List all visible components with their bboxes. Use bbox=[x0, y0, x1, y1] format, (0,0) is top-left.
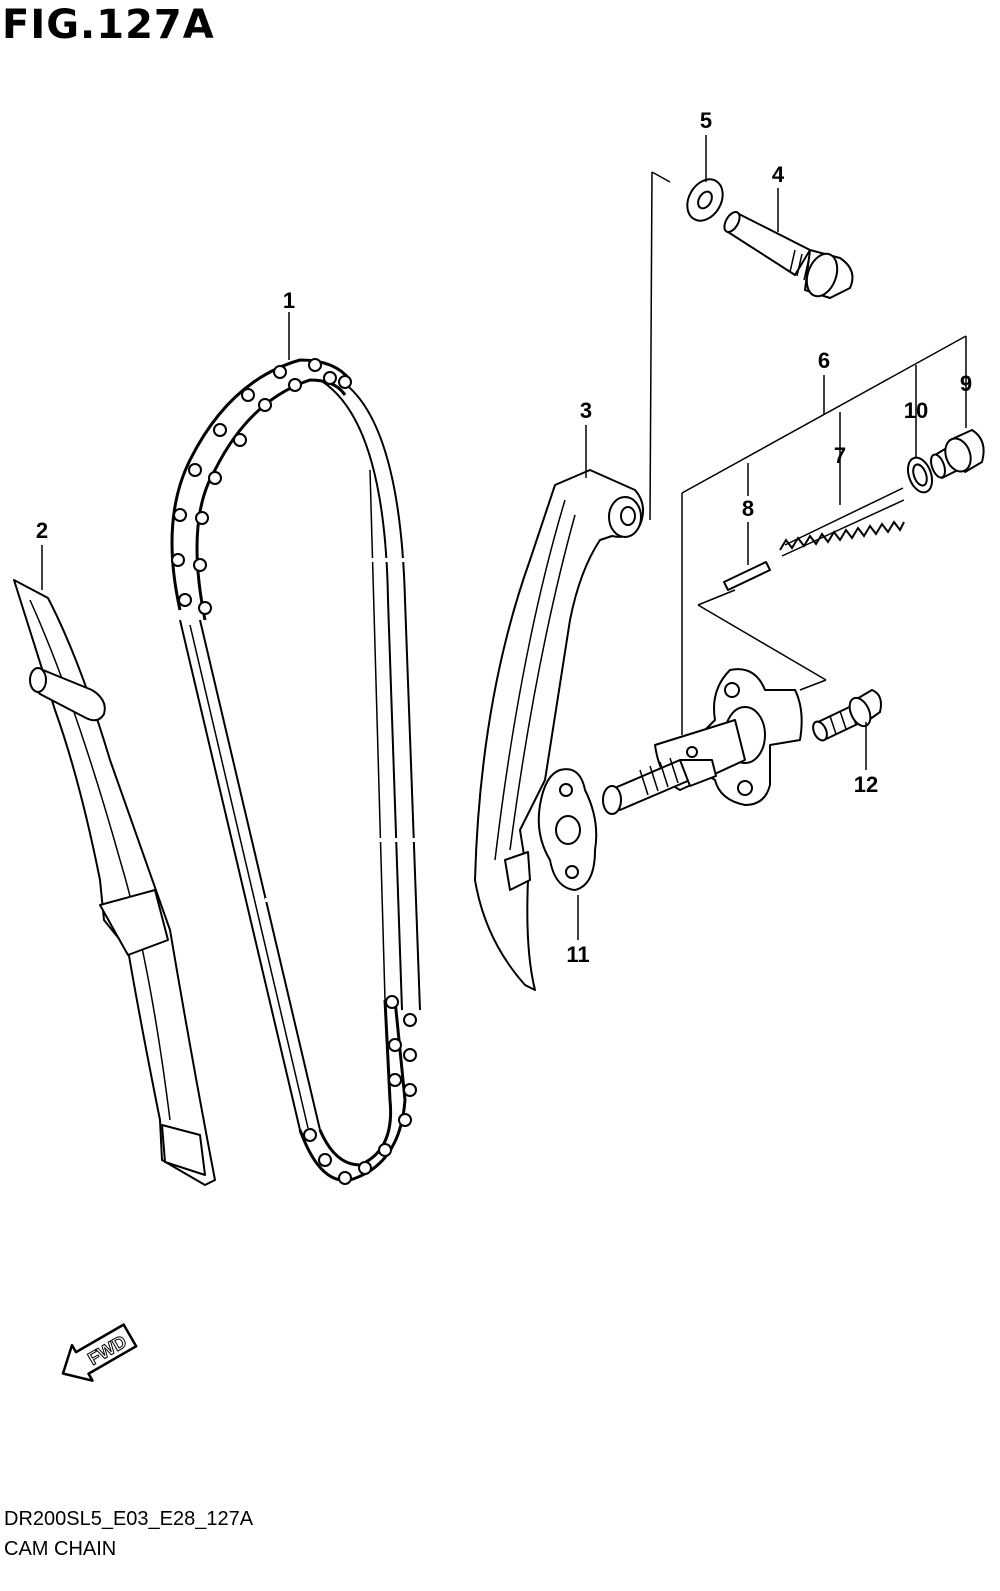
o-ring[interactable] bbox=[904, 454, 937, 495]
callout-4: 4 bbox=[772, 162, 785, 187]
gasket[interactable] bbox=[537, 768, 598, 891]
tensioner-adjuster-body[interactable] bbox=[602, 668, 803, 815]
chain-guide[interactable] bbox=[13, 579, 216, 1186]
callout-11: 11 bbox=[566, 942, 589, 967]
callout-3: 3 bbox=[580, 398, 592, 423]
callout-9: 9 bbox=[960, 371, 972, 396]
callout-7: 7 bbox=[834, 443, 846, 468]
callout-1: 1 bbox=[283, 288, 295, 313]
callout-10: 10 bbox=[904, 398, 928, 423]
pivot-bolt[interactable] bbox=[721, 209, 854, 300]
cam-chain[interactable] bbox=[170, 358, 421, 1185]
fwd-arrow: FWD bbox=[61, 1323, 138, 1382]
callout-6: 6 bbox=[818, 348, 830, 373]
tensioner-arm[interactable] bbox=[474, 469, 645, 991]
cap-bolt[interactable] bbox=[928, 429, 985, 479]
spring[interactable] bbox=[779, 487, 905, 557]
callout-8: 8 bbox=[742, 496, 754, 521]
leader-lines bbox=[41, 135, 967, 940]
figure-title: FIG.127A bbox=[2, 2, 215, 48]
callout-labels: 1 2 3 4 5 6 7 8 9 10 11 12 bbox=[36, 108, 972, 967]
callout-5: 5 bbox=[700, 108, 712, 133]
callout-2: 2 bbox=[36, 518, 48, 543]
pin[interactable] bbox=[723, 561, 771, 591]
mount-bolt[interactable] bbox=[810, 689, 882, 743]
washer[interactable] bbox=[680, 173, 730, 227]
diagram-code: DR200SL5_E03_E28_127A bbox=[4, 1508, 254, 1530]
diagram-name: CAM CHAIN bbox=[4, 1538, 117, 1560]
callout-12: 12 bbox=[854, 772, 878, 797]
